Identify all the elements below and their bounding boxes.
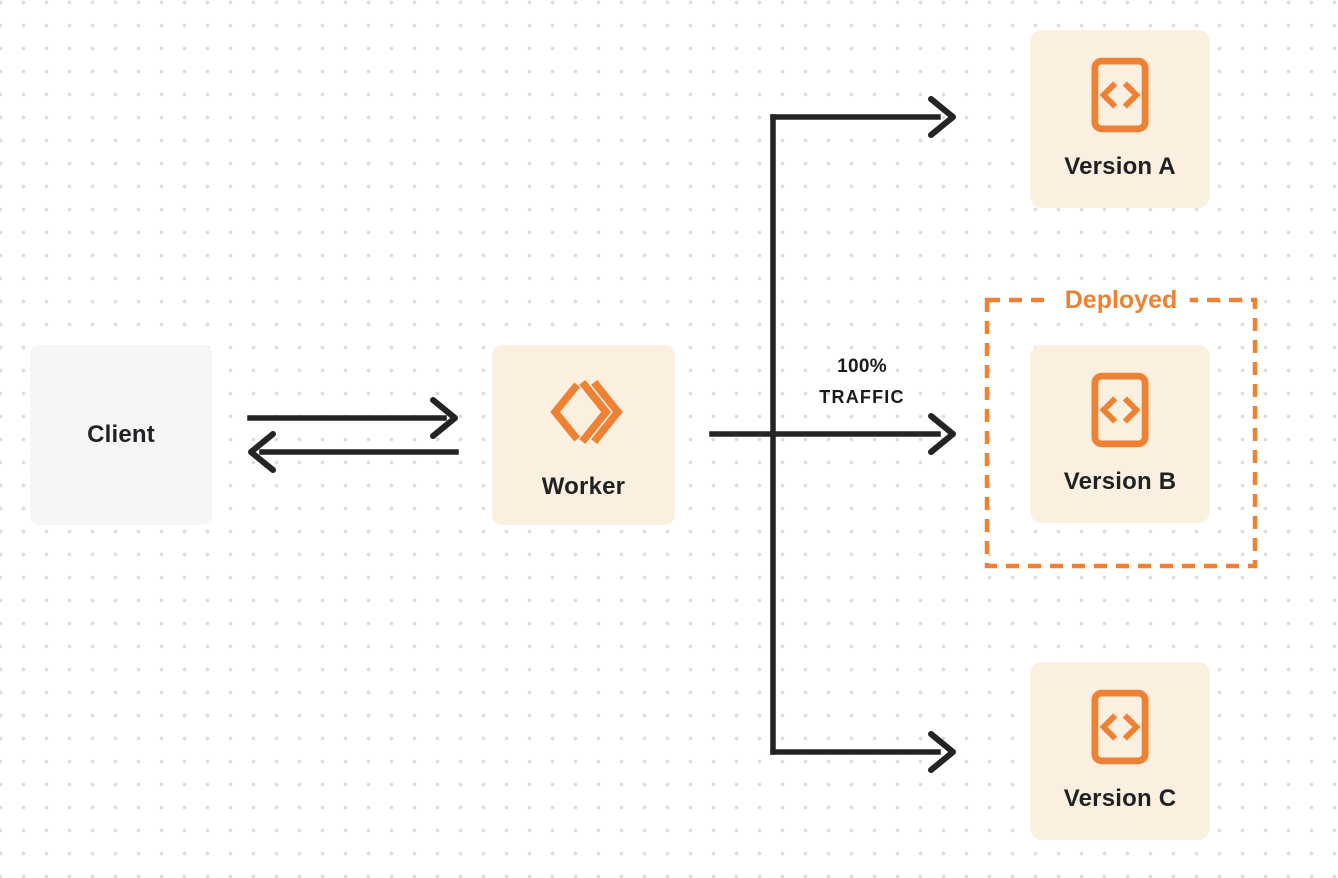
code-file-icon [1091,57,1149,138]
version-a-node: Version A [1030,30,1210,208]
worker-label: Worker [541,472,626,500]
worker-node: Worker [492,345,675,525]
client-label: Client [87,421,155,448]
worker-chevrons-icon [545,376,623,453]
arrow-client-to-worker [247,397,458,439]
traffic-percent-text: 100% [837,356,887,377]
traffic-word-text: TRAFFIC [819,387,905,407]
version-b-label: Version B [1063,468,1177,495]
version-b-node: Version B [1030,345,1210,523]
arrow-worker-to-client [248,431,459,473]
deployed-label: Deployed [1052,285,1190,315]
code-file-icon [1091,372,1149,453]
arrow-to-version-b [709,413,956,455]
version-a-label: Version A [1064,153,1176,180]
arrow-to-version-c [770,731,956,773]
version-c-node: Version C [1030,662,1210,840]
arrow-to-version-a [770,96,956,138]
code-file-icon [1091,689,1149,770]
client-node: Client [30,345,212,525]
traffic-percentage-label: 100% TRAFFIC [788,351,936,413]
version-c-label: Version C [1063,785,1177,812]
